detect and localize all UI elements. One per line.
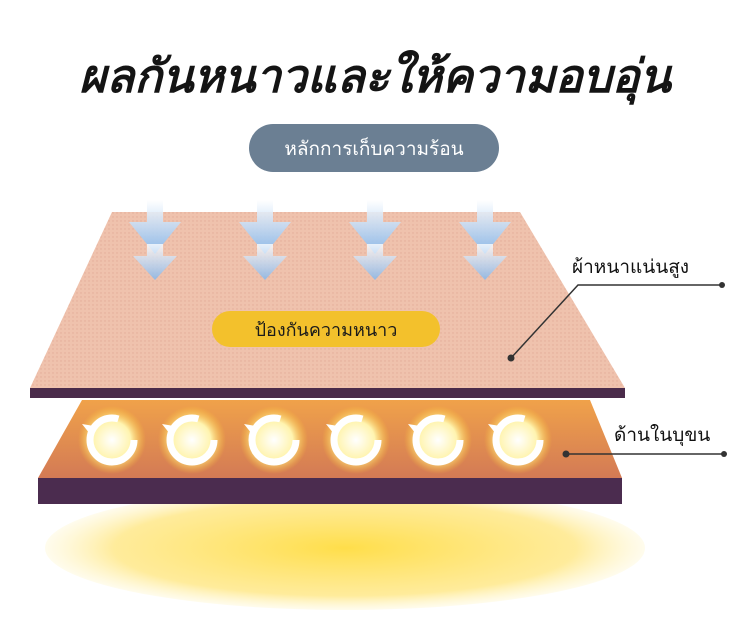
inner-fleece-edge (38, 478, 622, 504)
cold-air-arrow-icon (129, 200, 181, 280)
principle-badge: หลักการเก็บความร้อน (249, 124, 499, 172)
heat-swirl-icon (240, 406, 308, 474)
heat-swirl-icon (404, 406, 472, 474)
cold-air-arrow-icon (349, 200, 401, 280)
callout-line-bottom (562, 450, 727, 458)
heat-swirl-icon (78, 406, 146, 474)
callout-inner-fleece: ด้านในบุขน (614, 424, 711, 446)
heat-swirl-icon-group (78, 406, 552, 474)
cold-air-arrow-icon (239, 200, 291, 280)
cold-air-arrow-group (129, 200, 511, 280)
layer-label: ป้องกันความหนาว (212, 311, 440, 347)
cold-air-arrow-icon (459, 200, 511, 280)
callout-line-top (507, 282, 725, 362)
page-title: ผลกันหนาวและให้ความอบอุ่น (79, 49, 671, 103)
heat-swirl-icon (322, 406, 390, 474)
callout-dense-fabric: ผ้าหนาแน่นสูง (572, 256, 690, 278)
dense-fabric-edge (30, 388, 625, 398)
principle-badge-text: หลักการเก็บความร้อน (284, 137, 464, 160)
heat-swirl-icon (484, 406, 552, 474)
dense-fabric-layer (30, 212, 625, 388)
heat-swirl-icon (158, 406, 226, 474)
heat-glow (45, 486, 645, 610)
